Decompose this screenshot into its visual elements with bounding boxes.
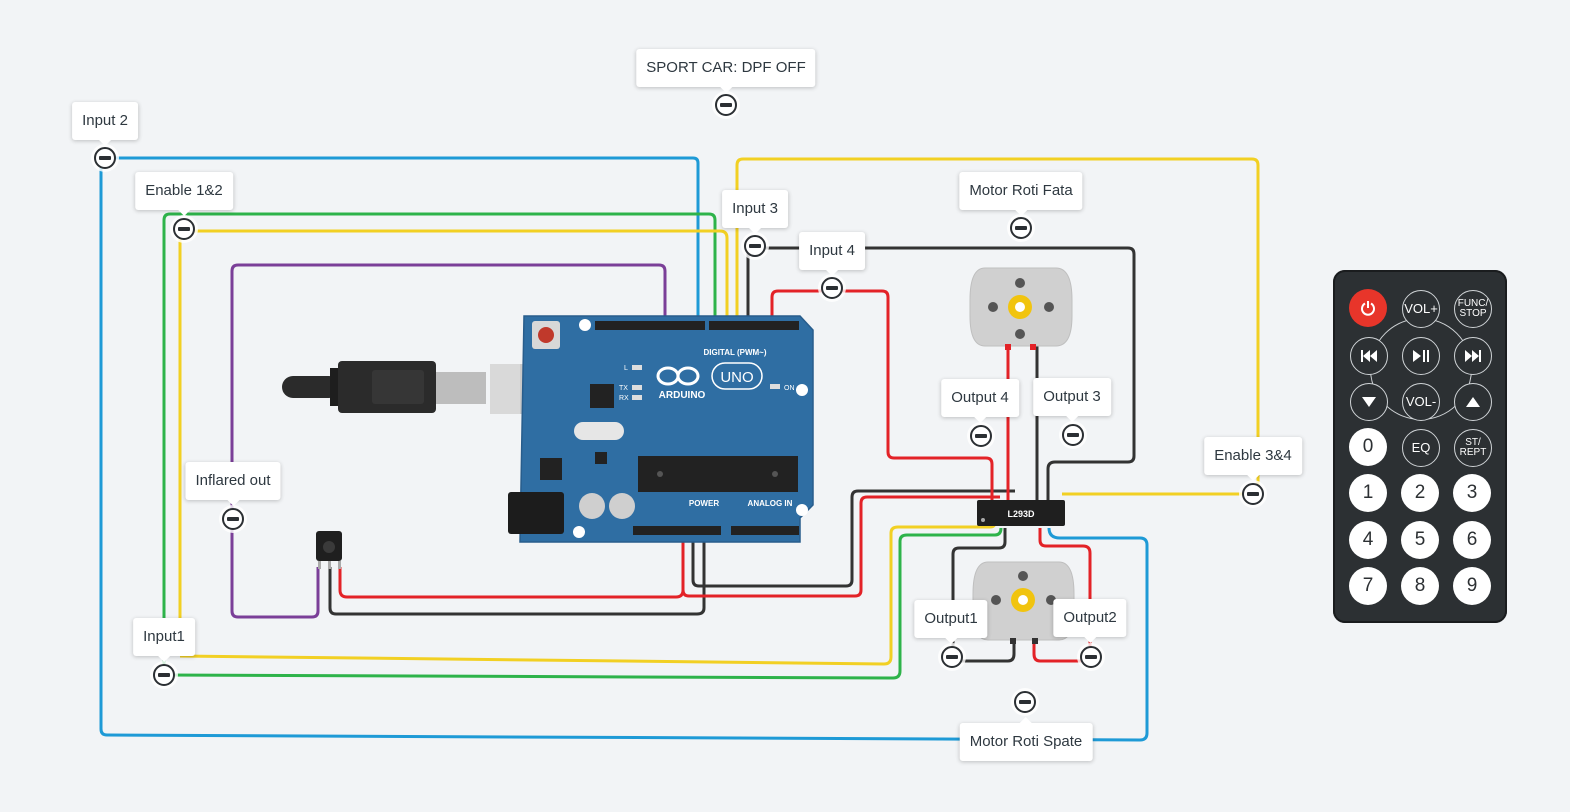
remote-prev-button[interactable] [1350, 337, 1388, 375]
note-pin-input3[interactable] [744, 235, 766, 257]
remote-play-pause-button[interactable] [1402, 337, 1440, 375]
digital-header-label: DIGITAL (PWM~) [703, 348, 766, 357]
wire-yellow-input1 [179, 521, 997, 666]
remote-key-7[interactable]: 7 [1349, 567, 1387, 605]
note-input4[interactable]: Input 4 [799, 232, 865, 276]
remote-eq-button[interactable]: EQ [1402, 429, 1440, 467]
l-led-label: L [624, 365, 628, 372]
note-title[interactable]: SPORT CAR: DPF OFF [636, 49, 816, 93]
wire-blue-input2 [105, 156, 700, 330]
note-pin-input2[interactable] [94, 147, 116, 169]
note-pin-title[interactable] [715, 94, 737, 116]
note-pin-enable12[interactable] [173, 218, 195, 240]
note-pin-input1[interactable] [153, 664, 175, 686]
remote-func-stop-button[interactable]: FUNC/ STOP [1454, 290, 1492, 328]
note-pin-inflared-out[interactable] [222, 508, 244, 530]
remote-st-rept-button[interactable]: ST/ REPT [1454, 429, 1492, 467]
remote-down-button[interactable] [1350, 383, 1388, 421]
arduino-model-text: UNO [720, 369, 753, 386]
arduino-board[interactable]: ARDUINO UNO DIGITAL (PWM~) POWER ANALOG … [508, 315, 814, 543]
note-input2[interactable]: Input 2 [72, 102, 138, 146]
l293d-chip[interactable]: L293D [977, 500, 1065, 526]
note-pin-motor-front[interactable] [1010, 217, 1032, 239]
note-motor-front[interactable]: Motor Roti Fata [959, 172, 1083, 216]
on-led-label: ON [784, 385, 795, 392]
remote-up-button[interactable] [1454, 383, 1492, 421]
note-pin-motor-back[interactable] [1014, 691, 1036, 713]
note-pin-output4[interactable] [970, 425, 992, 447]
power-header-label: POWER [689, 499, 719, 508]
note-input1[interactable]: Input1 [133, 618, 195, 662]
note-pin-output3[interactable] [1062, 424, 1084, 446]
skip-back-icon [1361, 350, 1377, 362]
remote-key-2[interactable]: 2 [1401, 474, 1439, 512]
wire-black-gnd [691, 489, 1015, 588]
motor-front[interactable] [969, 267, 1073, 350]
note-enable12[interactable]: Enable 1&2 [135, 172, 233, 216]
note-enable34[interactable]: Enable 3&4 [1204, 437, 1302, 481]
wire-yellow-enable34 [735, 157, 1260, 496]
arduino-logo-text: ARDUINO [659, 390, 706, 401]
remote-key-0[interactable]: 0 [1349, 428, 1387, 466]
chip-label: L293D [1007, 509, 1035, 519]
note-output1[interactable]: Output1 [914, 600, 988, 644]
note-inflared-out[interactable]: Inflared out [185, 462, 281, 506]
power-icon [1361, 301, 1375, 316]
remote-vol-up-button[interactable]: VOL+ [1402, 290, 1440, 328]
skip-forward-icon [1465, 350, 1481, 362]
remote-vol-down-button[interactable]: VOL- [1402, 383, 1440, 421]
wire-black-ir-gnd [328, 530, 706, 616]
note-input3[interactable]: Input 3 [722, 190, 788, 234]
note-pin-output1[interactable] [941, 646, 963, 668]
wire-red-5v [681, 495, 1000, 598]
rx-led-label: RX [619, 395, 629, 402]
tx-led-label: TX [619, 385, 628, 392]
remote-next-button[interactable] [1454, 337, 1492, 375]
remote-key-9[interactable]: 9 [1453, 567, 1491, 605]
usb-cable [282, 361, 560, 414]
wire-green-input1 [163, 527, 1003, 680]
remote-power-button[interactable] [1349, 289, 1387, 327]
note-motor-back[interactable]: Motor Roti Spate [959, 717, 1093, 761]
arrow-up-icon [1466, 397, 1480, 407]
remote-key-8[interactable]: 8 [1401, 567, 1439, 605]
arrow-down-icon [1362, 397, 1376, 407]
remote-key-6[interactable]: 6 [1453, 521, 1491, 559]
remote-key-3[interactable]: 3 [1453, 474, 1491, 512]
note-pin-input4[interactable] [821, 277, 843, 299]
wire-green-enable12 [162, 212, 717, 675]
note-pin-output2[interactable] [1080, 646, 1102, 668]
remote-key-4[interactable]: 4 [1349, 521, 1387, 559]
analog-header-label: ANALOG IN [748, 499, 793, 508]
note-pin-enable34[interactable] [1242, 483, 1264, 505]
wire-red-ir-vcc [338, 567, 685, 599]
wire-red-input4 [770, 289, 994, 500]
ir-receiver[interactable] [316, 531, 342, 569]
note-output2[interactable]: Output2 [1053, 599, 1127, 643]
note-output4[interactable]: Output 4 [941, 379, 1019, 423]
note-output3[interactable]: Output 3 [1033, 378, 1111, 422]
wire-purple-ir [230, 263, 667, 619]
remote-key-1[interactable]: 1 [1349, 474, 1387, 512]
remote-key-5[interactable]: 5 [1401, 521, 1439, 559]
play-pause-icon [1413, 350, 1429, 362]
